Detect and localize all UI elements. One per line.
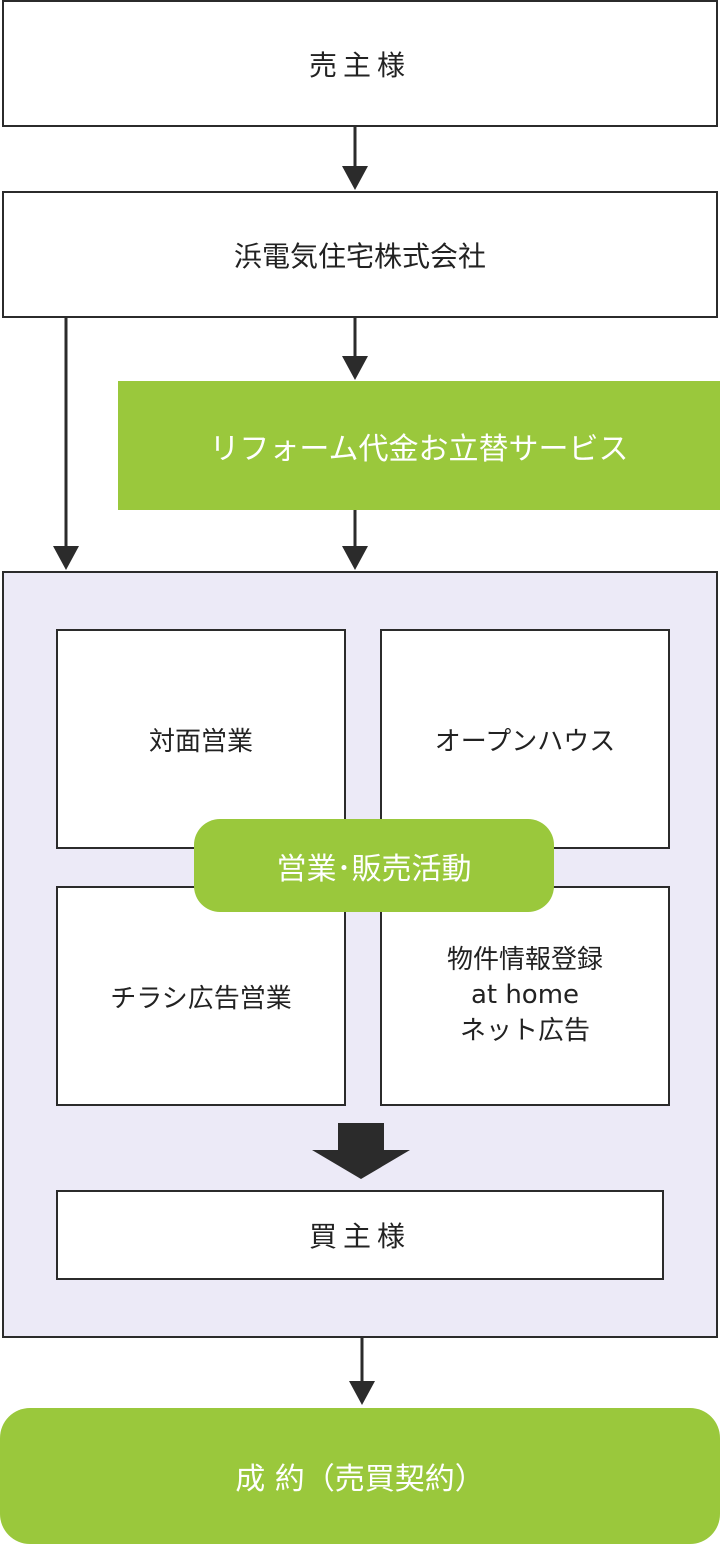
face-to-face-label: 対面営業: [148, 726, 253, 757]
sales-activities-badge: 営業･販売活動: [194, 819, 554, 912]
contract-label: 成 約（売買契約）: [235, 1462, 485, 1497]
flyer-label: チラシ広告営業: [110, 983, 292, 1014]
buyer-box: 買主様: [56, 1190, 664, 1280]
listing-line-3: ネット広告: [459, 1015, 590, 1046]
flyer-box: チラシ広告営業: [56, 886, 346, 1106]
arrow-company-to-service: [342, 318, 368, 380]
company-box: 浜電気住宅株式会社: [2, 191, 718, 318]
sales-activities-label: 営業･販売活動: [276, 851, 472, 887]
listing-text: 物件情報登録 at home ネット広告: [447, 943, 603, 1048]
buyer-label: 買主様: [308, 1220, 411, 1253]
arrow-sales-to-contract: [349, 1338, 375, 1405]
arrow-company-to-sales: [53, 318, 79, 570]
open-house-label: オープンハウス: [434, 726, 616, 757]
arrow-seller-to-company: [342, 127, 368, 190]
listing-line-1: 物件情報登録: [446, 945, 603, 976]
listing-line-2: at home: [470, 980, 580, 1011]
arrow-service-to-sales: [342, 510, 368, 570]
service-label: リフォーム代金お立替サービス: [209, 431, 629, 467]
service-box: リフォーム代金お立替サービス: [118, 381, 720, 510]
seller-label: 売主様: [308, 48, 411, 82]
contract-box: 成 約（売買契約）: [0, 1408, 720, 1544]
open-house-box: オープンハウス: [380, 629, 670, 849]
seller-box: 売主様: [2, 0, 718, 127]
company-label: 浜電気住宅株式会社: [233, 239, 486, 273]
